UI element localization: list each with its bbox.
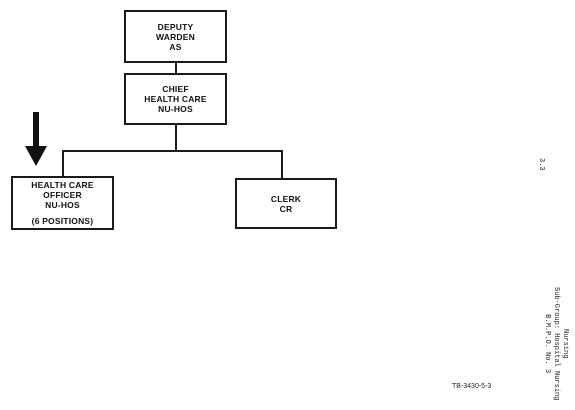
document-id: TB-3430-5-3 <box>452 383 492 390</box>
page-number: 3.3 <box>537 158 545 171</box>
connector-to-officer <box>62 150 64 177</box>
health-care-officer-box: HEALTH CARE OFFICER NU-HOS (6 POSITIONS) <box>11 176 114 230</box>
side-text-line-1: Nursing <box>561 329 569 359</box>
side-text-line-2: Sub-Group: Hospital Nursing <box>552 287 560 401</box>
connector-chief-down <box>175 124 177 151</box>
chief-health-care-title-line1: CHIEF <box>162 84 189 94</box>
deputy-warden-title-line2: WARDEN <box>156 31 195 42</box>
clerk-code: CR <box>279 203 293 214</box>
chief-health-care-box: CHIEF HEALTH CARE NU-HOS <box>124 73 227 125</box>
down-arrow-icon <box>25 112 47 166</box>
deputy-warden-title-line1: DEPUTY <box>157 21 194 32</box>
side-annotation-block: Nursing Sub-Group: Hospital Nursing B.M.… <box>542 287 569 400</box>
connector-horizontal-bar <box>62 150 283 152</box>
deputy-warden-code: AS <box>169 41 182 52</box>
health-care-officer-title-line1: HEALTH CARE <box>31 180 94 190</box>
chief-health-care-title-line2: HEALTH CARE <box>144 94 207 104</box>
clerk-box: CLERK CR <box>235 178 337 229</box>
connector-to-clerk <box>281 150 283 179</box>
health-care-officer-positions: (6 POSITIONS) <box>31 216 94 226</box>
chief-health-care-code: NU-HOS <box>158 104 193 114</box>
health-care-officer-code: NU-HOS <box>45 200 80 210</box>
connector-deputy-to-chief <box>175 62 177 74</box>
side-text-line-3: B.M.P.O. No. 3 <box>543 314 551 374</box>
deputy-warden-box: DEPUTY WARDEN AS <box>124 10 227 63</box>
clerk-title: CLERK <box>270 193 302 204</box>
health-care-officer-title-line2: OFFICER <box>43 190 82 200</box>
